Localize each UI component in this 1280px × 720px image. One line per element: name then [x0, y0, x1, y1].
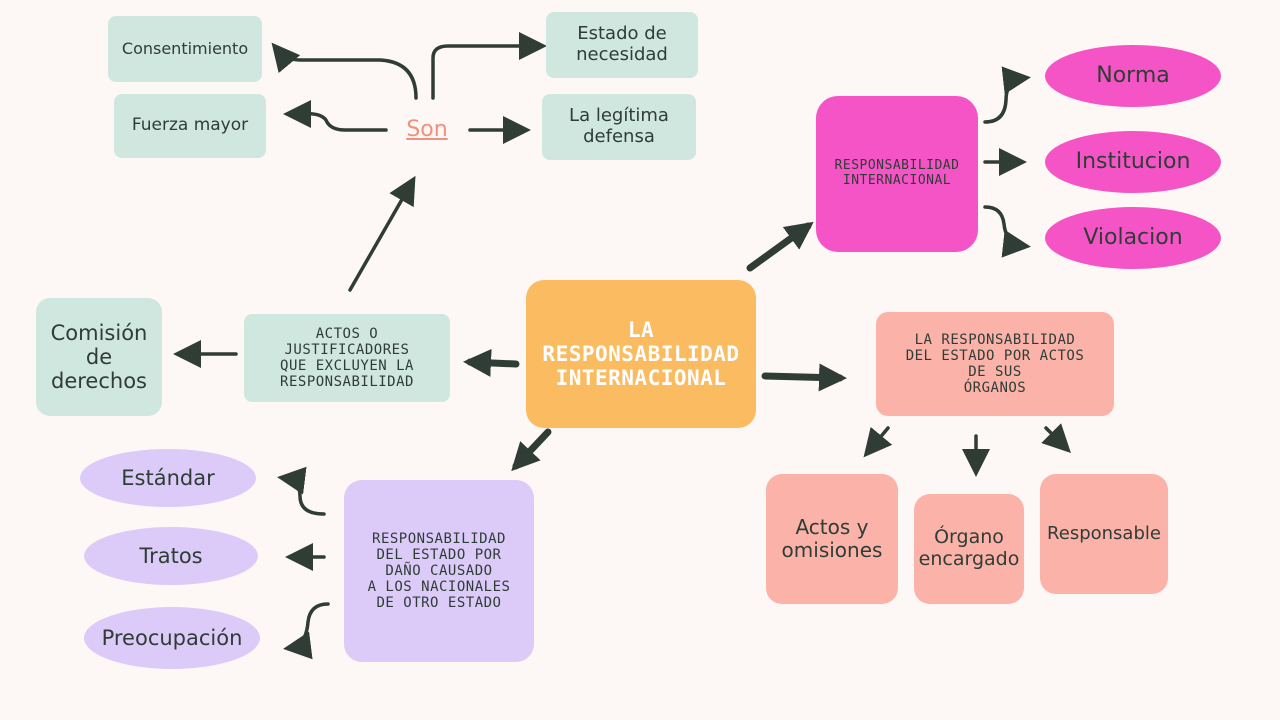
dano-causado-node: RESPONSABILIDAD DEL ESTADO POR DAÑO CAUS…	[344, 480, 534, 662]
organo-encargado-node: Órgano encargado	[914, 494, 1024, 604]
organo-encargado-label: Órgano encargado	[918, 526, 1020, 570]
violacion-node: Violacion	[1045, 207, 1221, 269]
arrow-to-preocupacion	[283, 602, 330, 660]
arrow-to-actos	[863, 426, 893, 458]
arrow-center-to-justificadores	[463, 348, 520, 377]
responsable-node: Responsable	[1040, 474, 1168, 594]
arrow-son-to-consentimiento	[271, 42, 418, 100]
arrow-justificadores-to-son	[348, 175, 416, 292]
responsabilidad-internacional-node: RESPONSABILIDAD INTERNACIONAL	[816, 96, 978, 252]
justificadores-node: ACTOS O JUSTIFICADORES QUE EXCLUYEN LA R…	[244, 314, 450, 402]
justificadores-label: ACTOS O JUSTIFICADORES QUE EXCLUYEN LA R…	[280, 325, 414, 391]
legitima-defensa-node: La legítima defensa	[542, 94, 696, 160]
arrow-center-to-dano	[511, 428, 552, 472]
arrow-center-to-organos	[761, 363, 847, 392]
institucion-node: Institucion	[1045, 131, 1221, 193]
norma-label: Norma	[1096, 63, 1170, 89]
tratos-node: Tratos	[84, 527, 258, 585]
tratos-label: Tratos	[139, 543, 203, 568]
central-topic-label: LA RESPONSABILIDAD INTERNACIONAL	[542, 317, 740, 391]
arrow-son-to-estado-necesidad	[431, 32, 547, 100]
fuerza-mayor-node: Fuerza mayor	[114, 94, 266, 158]
consentimiento-node: Consentimiento	[108, 16, 262, 82]
consentimiento-label: Consentimiento	[121, 38, 249, 58]
organos-label: LA RESPONSABILIDAD DEL ESTADO POR ACTOS …	[905, 331, 1085, 397]
arrow-to-estandar	[277, 466, 326, 516]
central-topic-node: LA RESPONSABILIDAD INTERNACIONAL	[526, 280, 756, 428]
fuerza-mayor-label: Fuerza mayor	[131, 115, 249, 136]
estado-necesidad-node: Estado de necesidad	[546, 12, 698, 78]
actos-omisiones-label: Actos y omisiones	[781, 515, 883, 562]
arrow-to-responsable	[1041, 423, 1071, 453]
responsabilidad-internacional-label: RESPONSABILIDAD INTERNACIONAL	[834, 158, 960, 188]
arrow-to-norma	[983, 66, 1031, 124]
arrow-son-to-fuerza-mayor	[283, 100, 388, 132]
organos-node: LA RESPONSABILIDAD DEL ESTADO POR ACTOS …	[876, 312, 1114, 416]
arrow-to-violacion	[983, 205, 1031, 258]
actos-omisiones-node: Actos y omisiones	[766, 474, 898, 604]
preocupacion-node: Preocupación	[84, 607, 260, 669]
institucion-label: Institucion	[1075, 149, 1191, 175]
comision-label: Comisión de derechos	[50, 320, 148, 394]
violacion-label: Violacion	[1083, 225, 1183, 251]
comision-node: Comisión de derechos	[36, 298, 162, 416]
estado-necesidad-label: Estado de necesidad	[576, 23, 668, 65]
dano-causado-label: RESPONSABILIDAD DEL ESTADO POR DAÑO CAUS…	[367, 530, 511, 612]
estandar-node: Estándar	[80, 449, 256, 507]
norma-node: Norma	[1045, 45, 1221, 107]
preocupacion-label: Preocupación	[101, 625, 243, 650]
responsable-label: Responsable	[1047, 522, 1161, 544]
legitima-defensa-label: La legítima defensa	[569, 105, 669, 147]
son-connector-label: Son	[406, 117, 448, 143]
estandar-label: Estándar	[121, 465, 215, 490]
arrow-center-to-responsabilidad	[746, 221, 814, 272]
